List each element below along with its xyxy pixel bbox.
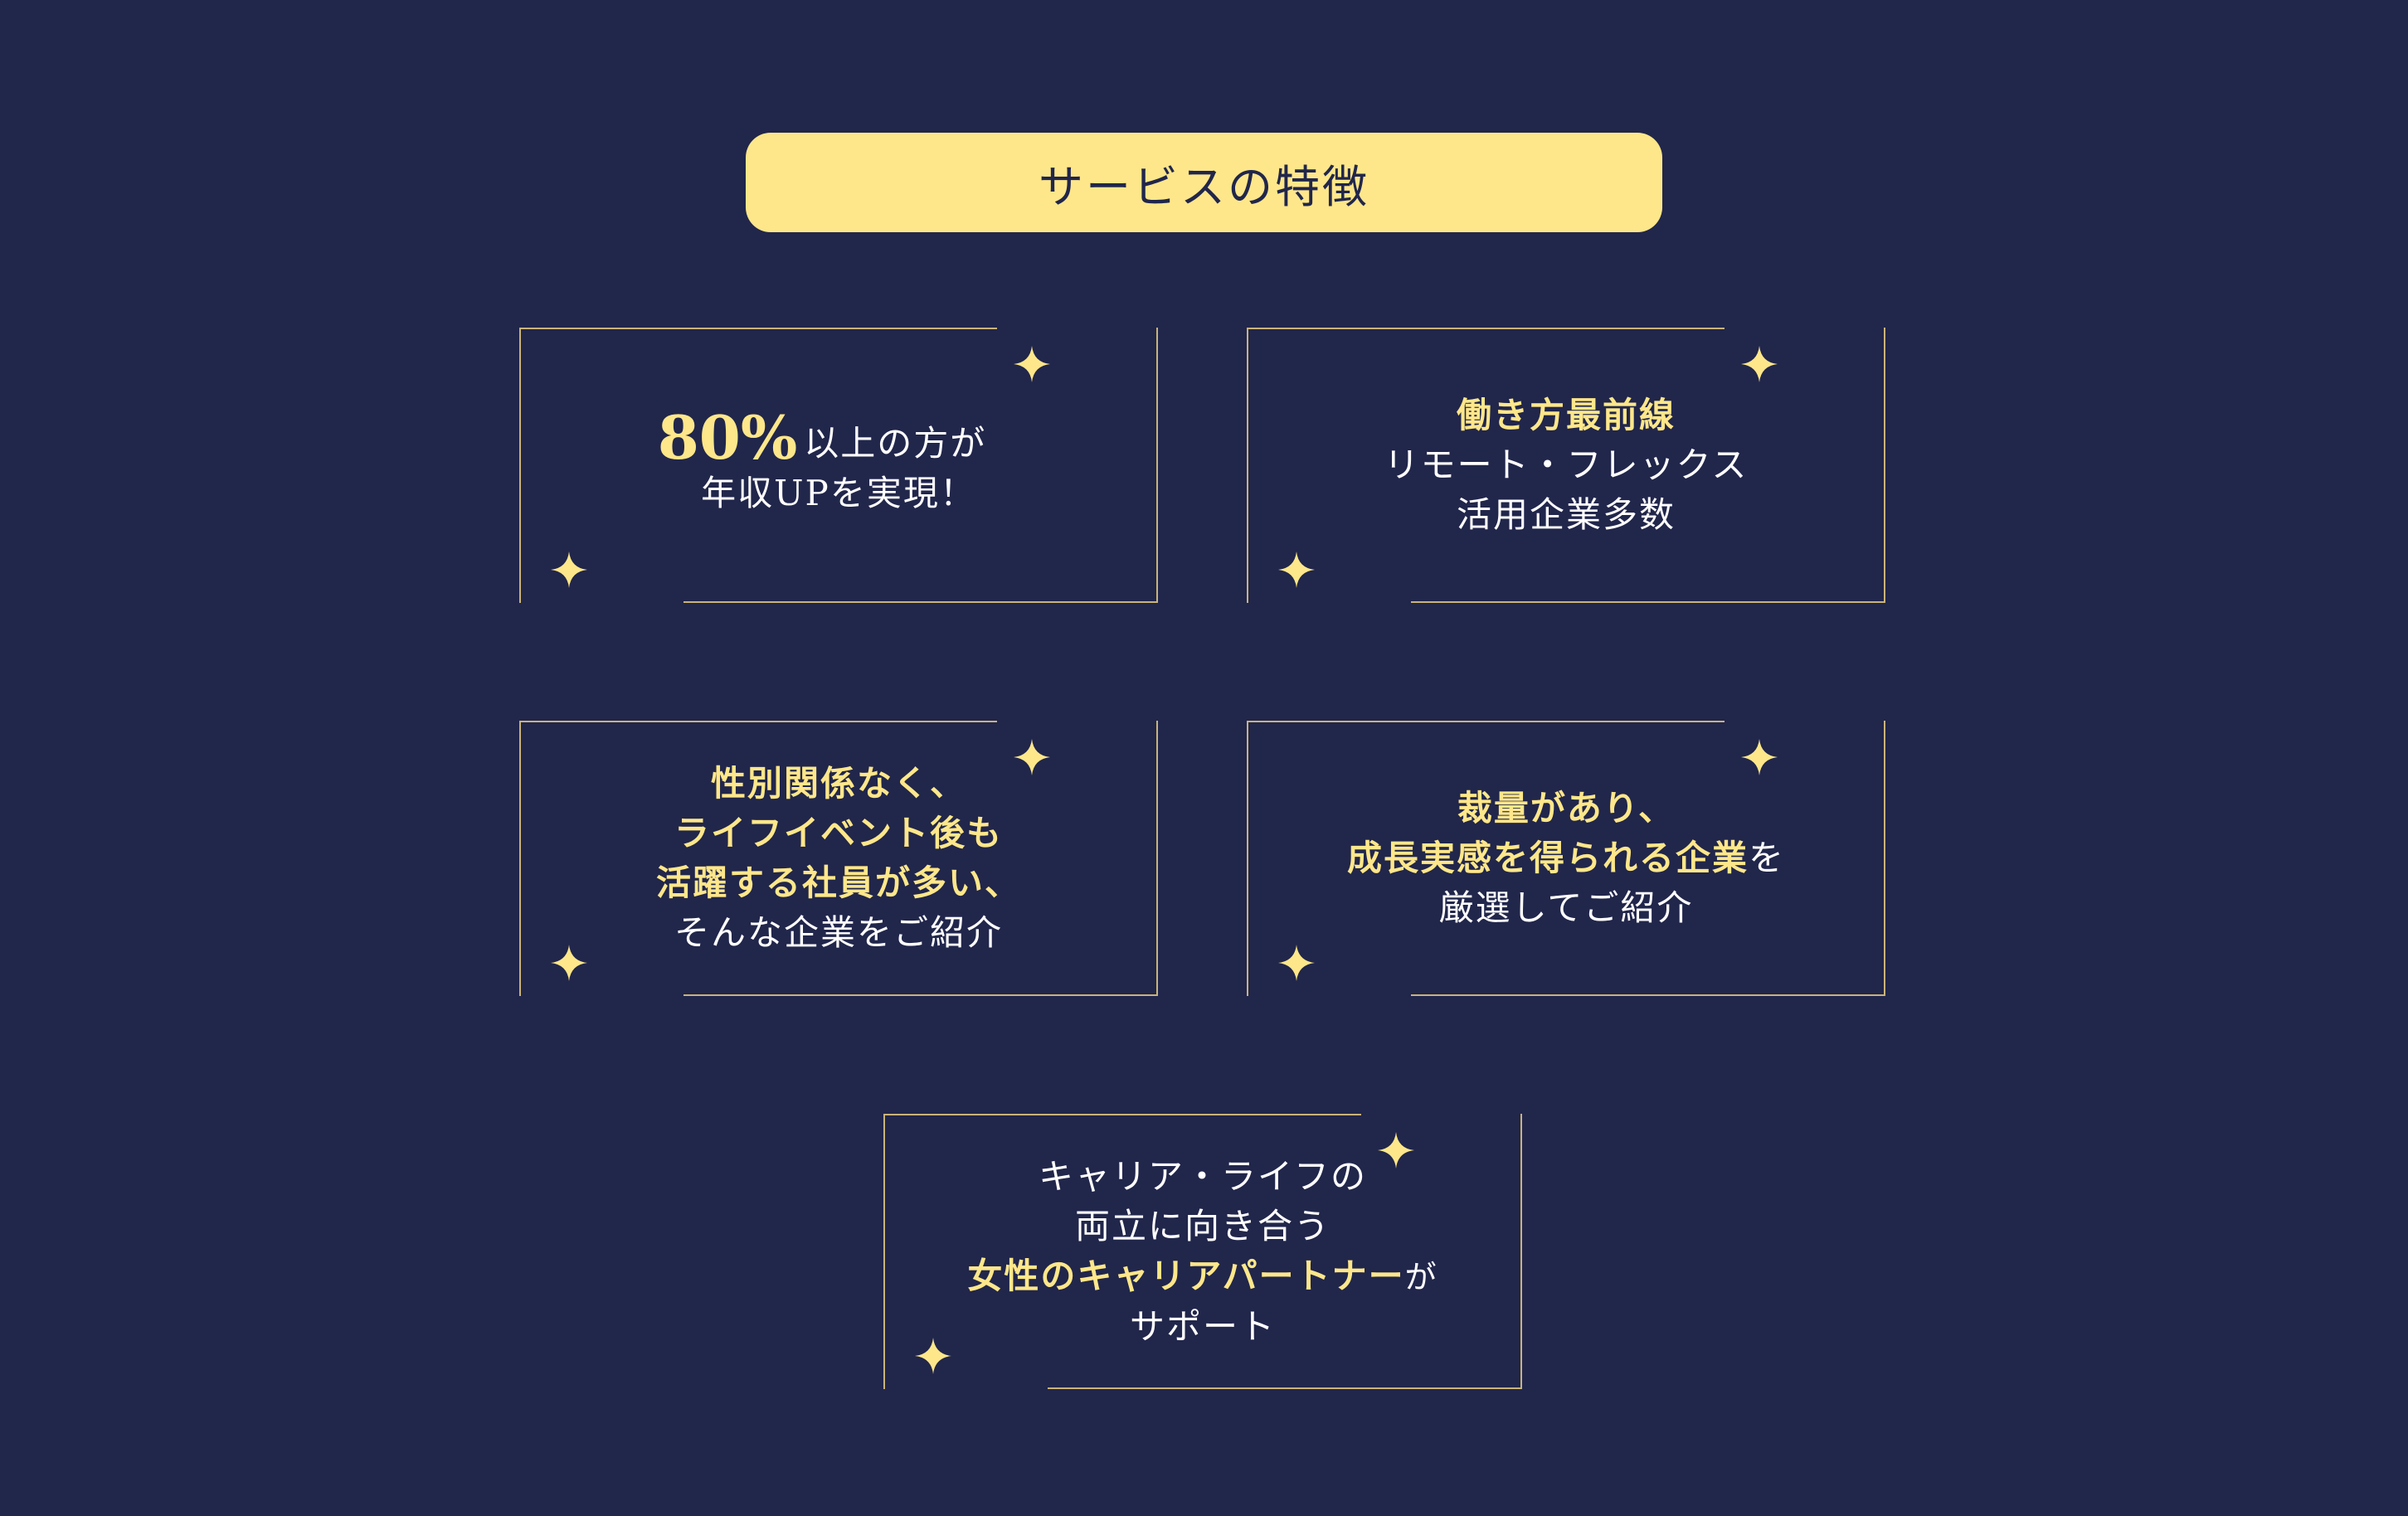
card-border-left [883, 1114, 885, 1389]
feature-card-gender: 性別関係なく、 ライフイベント後も 活躍する社員が多い、 そんな企業をご紹介 [519, 721, 1158, 996]
card-border-right [1156, 328, 1158, 603]
card-border-bottom [1411, 994, 1885, 996]
section-title: サービスの特徴 [746, 133, 1662, 232]
card-border-bottom [683, 994, 1158, 996]
card-line: 年収UPを実現！ [701, 472, 976, 513]
card-line: サポート [1129, 1305, 1276, 1347]
card-line-highlight: 女性のキャリアパートナー [967, 1255, 1405, 1296]
card-border-top [883, 1114, 1361, 1115]
card-line: 両立に向き合う [1074, 1205, 1330, 1246]
card-border-top [519, 721, 997, 722]
card-border-left [1247, 721, 1248, 996]
card-line-highlight: ライフイベント後も [674, 813, 1003, 853]
card-text: 性別関係なく、 ライフイベント後も 活躍する社員が多い、 そんな企業をご紹介 [519, 721, 1158, 996]
card-border-right [1520, 1114, 1522, 1389]
card-text: キャリア・ライフの 両立に向き合う 女性のキャリアパートナーが サポート [883, 1114, 1522, 1389]
card-border-right [1884, 328, 1885, 603]
card-line-highlight: 働き方最前線 [1456, 395, 1676, 435]
sparkle-icon [1014, 739, 1050, 775]
card-line: そんな企業をご紹介 [674, 912, 1003, 953]
card-line: 厳選してご紹介 [1438, 887, 1694, 928]
card-border-right [1156, 721, 1158, 996]
percent-highlight: 80% [657, 401, 798, 473]
card-line-text: 以上の方が [804, 422, 987, 464]
sparkle-icon [1278, 945, 1315, 981]
card-border-left [519, 328, 521, 603]
sparkle-icon [1014, 346, 1050, 382]
sparkle-icon [551, 945, 587, 981]
card-line: リモート・フレックス [1384, 445, 1749, 485]
card-border-top [519, 328, 997, 329]
sparkle-icon [1741, 739, 1778, 775]
card-text: 働き方最前線 リモート・フレックス 活用企業多数 [1247, 328, 1885, 603]
sparkle-icon [1378, 1132, 1414, 1169]
card-line-text: が [1404, 1258, 1438, 1295]
sparkle-icon [551, 551, 587, 588]
card-border-bottom [1048, 1387, 1522, 1389]
section-title-text: サービスの特徴 [1039, 160, 1369, 213]
card-line-highlight: 活躍する社員が多い、 [655, 862, 1021, 903]
card-border-left [519, 721, 521, 996]
feature-card-salary: 80%以上の方が 年収UPを実現！ [519, 328, 1158, 603]
feature-card-workstyle: 働き方最前線 リモート・フレックス 活用企業多数 [1247, 328, 1885, 603]
card-line-highlight: 成長実感を得られる企業 [1346, 838, 1749, 878]
sparkle-icon [1741, 346, 1778, 382]
card-text: 裁量があり、 成長実感を得られる企業を 厳選してご紹介 [1247, 721, 1885, 996]
card-line: 活用企業多数 [1456, 494, 1676, 535]
feature-card-growth: 裁量があり、 成長実感を得られる企業を 厳選してご紹介 [1247, 721, 1885, 996]
card-border-right [1884, 721, 1885, 996]
card-line: 80%以上の方が [658, 407, 987, 469]
card-line-text: を [1749, 838, 1786, 878]
card-line-highlight: 裁量があり、 [1457, 788, 1676, 828]
card-border-bottom [1411, 601, 1885, 603]
card-border-left [1247, 328, 1248, 603]
card-line: 成長実感を得られる企業を [1347, 833, 1785, 883]
card-border-bottom [683, 601, 1158, 603]
card-line: 女性のキャリアパートナーが [967, 1251, 1438, 1302]
card-border-top [1247, 328, 1725, 329]
card-border-top [1247, 721, 1725, 722]
card-text: 80%以上の方が 年収UPを実現！ [519, 328, 1158, 603]
card-line: キャリア・ライフの [1038, 1155, 1367, 1197]
sparkle-icon [915, 1338, 951, 1374]
sparkle-icon [1278, 551, 1315, 588]
feature-card-partner: キャリア・ライフの 両立に向き合う 女性のキャリアパートナーが サポート [883, 1114, 1522, 1389]
card-line-highlight: 性別関係なく、 [710, 763, 966, 804]
